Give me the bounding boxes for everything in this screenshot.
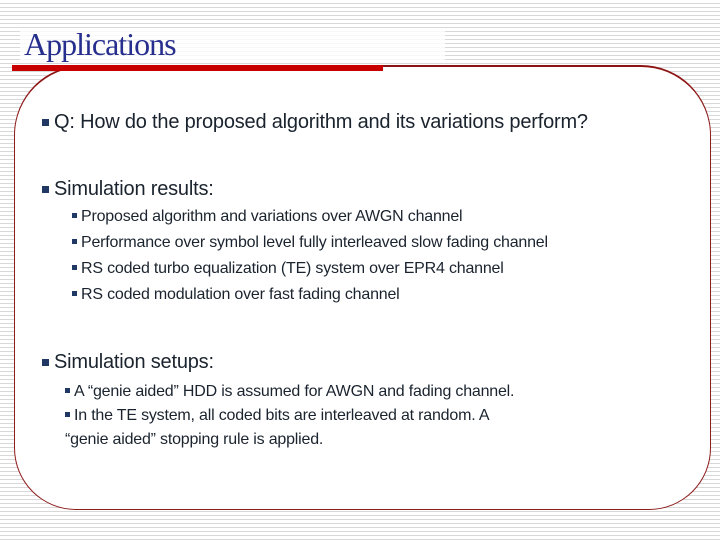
list-item: A “genie aided” HDD is assumed for AWGN … [65, 380, 625, 404]
title-background-band [20, 30, 445, 62]
list-item: Proposed algorithm and variations over A… [72, 204, 692, 230]
setups-list: A “genie aided” HDD is assumed for AWGN … [65, 380, 625, 452]
list-item-text: RS coded modulation over fast fading cha… [81, 286, 400, 303]
list-item-text: RS coded turbo equalization (TE) system … [81, 260, 504, 277]
list-item-text: A “genie aided” HDD is assumed for AWGN … [74, 383, 515, 400]
page-title: Applications [24, 26, 177, 62]
results-heading: Simulation results: [42, 178, 214, 201]
list-item-text: Performance over symbol level fully inte… [81, 234, 548, 251]
bullet-square-icon [42, 359, 49, 366]
bullet-square-icon [72, 213, 77, 218]
bullet-square-icon [65, 412, 70, 417]
bullet-square-icon [42, 186, 49, 193]
content-frame [14, 65, 711, 510]
list-item: RS coded modulation over fast fading cha… [72, 282, 692, 308]
question-bullet: Q: How do the proposed algorithm and its… [42, 111, 588, 134]
setups-heading-text: Simulation setups: [54, 351, 214, 373]
setups-heading: Simulation setups: [42, 351, 214, 374]
bullet-square-icon [42, 119, 49, 126]
list-item: RS coded turbo equalization (TE) system … [72, 256, 692, 282]
results-list: Proposed algorithm and variations over A… [72, 204, 692, 308]
list-item-text: In the TE system, all coded bits are int… [74, 407, 490, 424]
list-item: Performance over symbol level fully inte… [72, 230, 692, 256]
list-item-wrap-text: “genie aided” stopping rule is applied. [65, 431, 324, 448]
bullet-square-icon [72, 265, 77, 270]
title-underline-bar [12, 65, 383, 71]
list-item: In the TE system, all coded bits are int… [65, 404, 625, 452]
question-text: Q: How do the proposed algorithm and its… [54, 111, 588, 133]
bullet-square-icon [65, 388, 70, 393]
bullet-square-icon [72, 291, 77, 296]
list-item-text: Proposed algorithm and variations over A… [81, 208, 463, 225]
bullet-square-icon [72, 239, 77, 244]
results-heading-text: Simulation results: [54, 178, 214, 200]
